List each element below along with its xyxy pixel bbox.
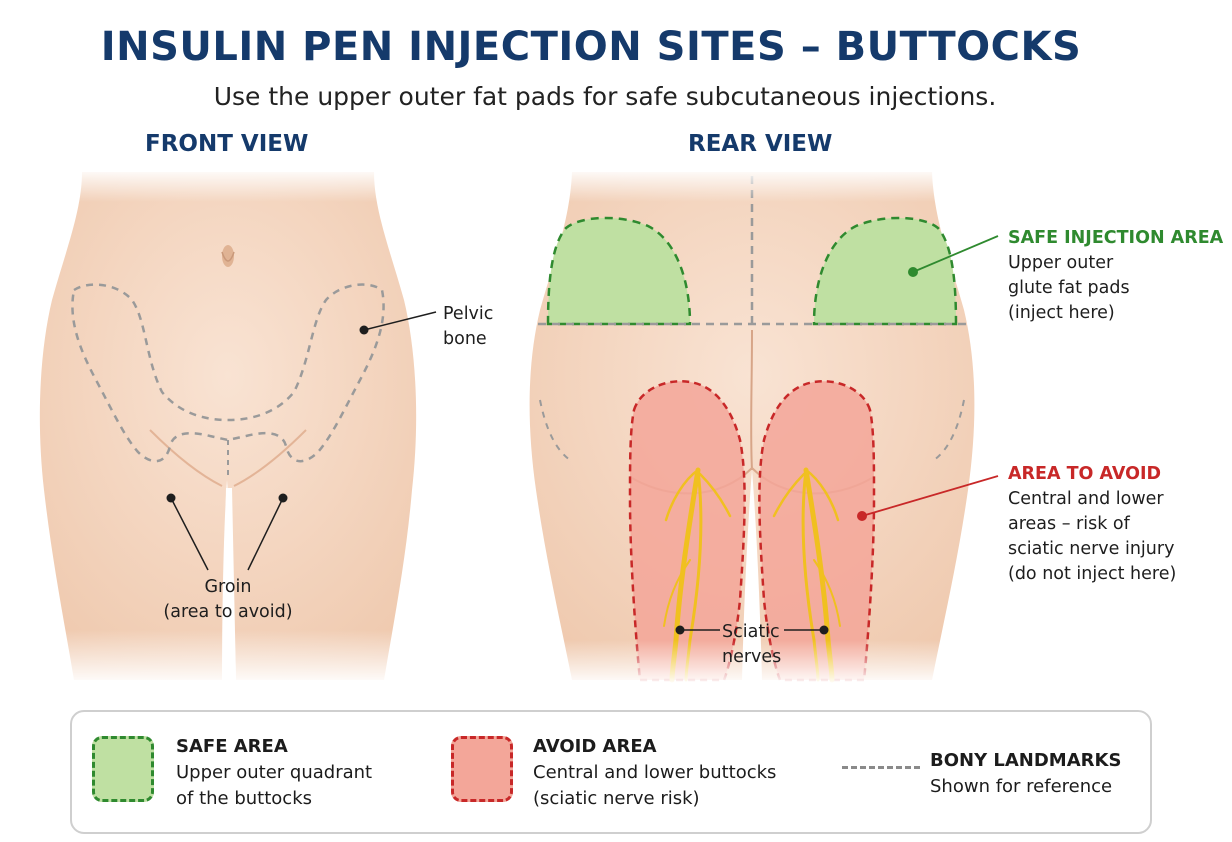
legend-safe-swatch <box>92 736 154 802</box>
avoid-label-line-1: Central and lower <box>1008 489 1164 509</box>
safe-pointer-dot <box>908 267 918 277</box>
front-torso-silhouette <box>39 172 417 680</box>
page-title: INSULIN PEN INJECTION SITES – BUTTOCKS <box>100 24 1082 70</box>
rear-body <box>520 168 980 685</box>
groin-label-line-2: (area to avoid) <box>163 602 293 622</box>
iliac-crest-left-dash <box>539 399 571 461</box>
front-view-heading: FRONT VIEW <box>145 131 309 157</box>
pelvic-bone-label: Pelvic bone <box>443 302 493 352</box>
groin-label: Groin (area to avoid) <box>148 575 308 625</box>
legend-safe-heading: SAFE AREA <box>176 736 288 757</box>
rear-bottom-fade <box>520 640 980 685</box>
safe-label-line-2: glute fat pads <box>1008 278 1130 298</box>
sciatic-label-line-2: nerves <box>722 647 782 667</box>
front-bottom-fade <box>30 630 430 685</box>
legend-bony-heading: BONY LANDMARKS <box>930 750 1122 771</box>
legend-avoid-text: AVOID AREA Central and lower buttocks (s… <box>533 734 776 812</box>
legend-avoid-heading: AVOID AREA <box>533 736 657 757</box>
safe-pointer-line <box>912 235 999 273</box>
sciatic-pointer-dot-right <box>819 625 829 635</box>
sciatic-label-line-1: Sciatic <box>722 622 780 642</box>
iliac-crest-right-dash <box>933 399 965 461</box>
navel-shadow <box>221 251 235 262</box>
avoid-label-line-3: sciatic nerve injury <box>1008 539 1175 559</box>
groin-label-line-1: Groin <box>204 577 252 597</box>
legend-bony-dash-sample <box>842 766 920 769</box>
legend-bony-text: BONY LANDMARKS Shown for reference <box>930 748 1121 800</box>
rear-view-heading: REAR VIEW <box>688 131 833 157</box>
pelvic-label-line-1: Pelvic <box>443 304 494 324</box>
avoid-label-heading: AREA TO AVOID <box>1008 464 1162 484</box>
legend-bony-line-1: Shown for reference <box>930 776 1113 797</box>
pelvic-pointer-line <box>363 311 437 331</box>
avoid-pointer-dot <box>857 511 867 521</box>
legend-safe-text: SAFE AREA Upper outer quadrant of the bu… <box>176 734 372 812</box>
safe-label-heading: SAFE INJECTION AREA <box>1008 228 1224 248</box>
pelvic-pointer-dot <box>359 325 369 335</box>
safe-zone-left <box>546 216 692 326</box>
legend-avoid-line-1: Central and lower buttocks <box>533 762 777 783</box>
front-top-fade <box>30 168 430 202</box>
avoid-label-line-4: (do not inject here) <box>1008 564 1177 584</box>
groin-pointer-line-left <box>170 497 209 571</box>
front-body <box>30 168 430 685</box>
sciatic-pointer-dot-left <box>675 625 685 635</box>
groin-crease-right <box>233 429 307 487</box>
groin-pointer-dot-right <box>278 493 288 503</box>
legend-avoid-swatch <box>451 736 513 802</box>
page-subtitle: Use the upper outer fat pads for safe su… <box>213 82 997 111</box>
area-to-avoid-label: AREA TO AVOID Central and lower areas – … <box>1008 462 1176 587</box>
legend-safe-line-1: Upper outer quadrant <box>176 762 373 783</box>
legend-box: SAFE AREA Upper outer quadrant of the bu… <box>70 710 1152 834</box>
avoid-pointer-line <box>861 475 999 517</box>
gluteal-cleft <box>750 329 753 471</box>
legend-avoid-line-2: (sciatic nerve risk) <box>533 788 700 809</box>
rear-top-fade <box>520 168 980 202</box>
safe-injection-area-label: SAFE INJECTION AREA Upper outer glute fa… <box>1008 226 1223 326</box>
groin-crease-left <box>149 429 223 487</box>
navel <box>222 245 234 267</box>
pelvic-label-line-2: bone <box>443 329 487 349</box>
pelvic-bone-outline <box>71 283 385 463</box>
legend-safe-line-2: of the buttocks <box>176 788 312 809</box>
avoid-label-line-2: areas – risk of <box>1008 514 1130 534</box>
safe-label-line-1: Upper outer <box>1008 253 1114 273</box>
sciatic-nerves-label: Sciatic nerves <box>722 620 781 670</box>
safe-zone-right <box>812 216 958 326</box>
groin-pointer-line-right <box>247 497 284 571</box>
safe-label-line-3: (inject here) <box>1008 303 1115 323</box>
groin-pointer-dot-left <box>166 493 176 503</box>
